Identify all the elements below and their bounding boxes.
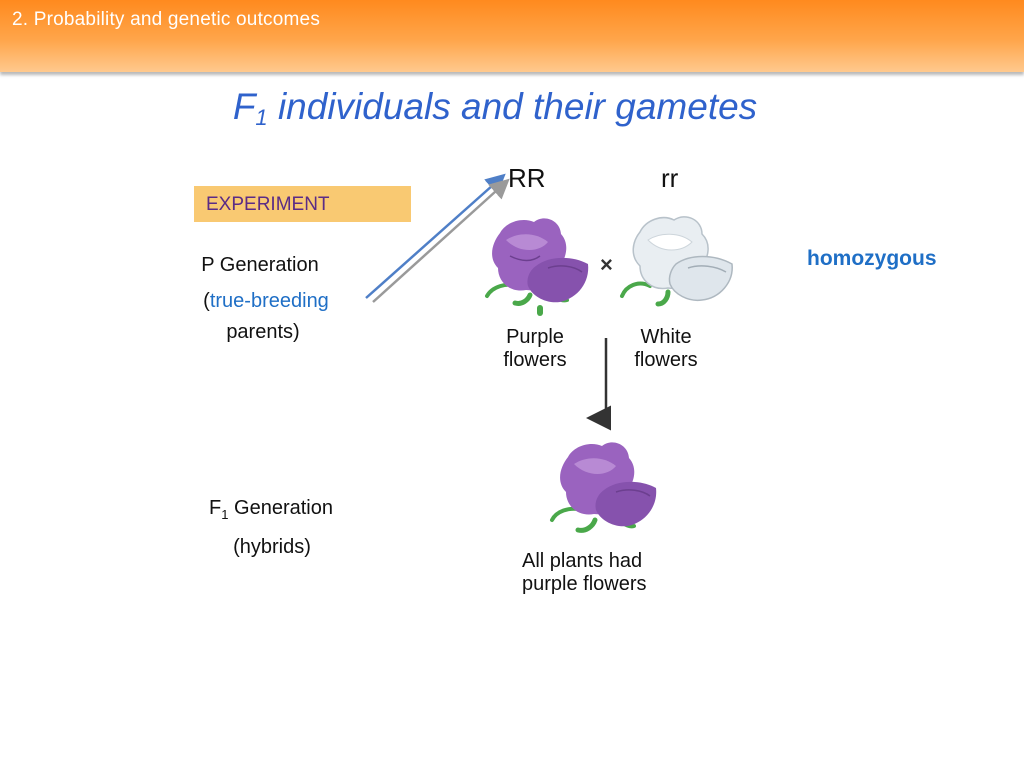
true-breeding-line: (true-breeding [180, 290, 352, 313]
title-rest: individuals and their gametes [267, 86, 758, 127]
pointer-arrows [365, 173, 510, 303]
f1-purple-flower-icon [550, 442, 657, 533]
white-flowers-line1: White [640, 326, 692, 348]
homozygous-label: homozygous [807, 247, 937, 270]
f1-prefix: F [209, 497, 222, 519]
white-flower-icon [620, 216, 733, 307]
f1-result-line2: purple flowers [522, 573, 647, 595]
title-subscript: 1 [255, 105, 268, 130]
p-generation-label: P Generation [201, 254, 319, 276]
parents-label: parents) [226, 321, 300, 343]
f1-result-label: All plants had purple flowers [522, 550, 692, 596]
slide-header: 2. Probability and genetic outcomes [0, 0, 1024, 72]
f1-result-line1: All plants had [522, 550, 643, 572]
purple-flowers-label: Purple flowers [490, 326, 580, 372]
cross-symbol: × [600, 252, 613, 277]
true-breeding-term: true-breeding [209, 290, 329, 312]
title-letter: F [232, 86, 256, 127]
open-paren: ( [203, 290, 210, 312]
f1-generation-label: F1 Generation [196, 497, 346, 522]
hybrids-label: (hybrids) [233, 536, 311, 558]
purple-flowers-line2: flowers [503, 349, 567, 371]
experiment-box: EXPERIMENT [194, 186, 411, 222]
header-title: 2. Probability and genetic outcomes [12, 9, 321, 30]
genotype-rr-dominant: RR [508, 163, 546, 193]
slide-title: F1 individuals and their gametes [0, 86, 990, 131]
purple-flower-icon [485, 218, 589, 316]
f1-subscript: 1 [221, 507, 229, 522]
white-flowers-line2: flowers [634, 349, 698, 371]
white-flowers-label: White flowers [621, 326, 711, 372]
purple-flowers-line1: Purple [506, 326, 564, 348]
f1-rest: Generation [228, 497, 333, 519]
genotype-rr-recessive: rr [661, 163, 679, 193]
